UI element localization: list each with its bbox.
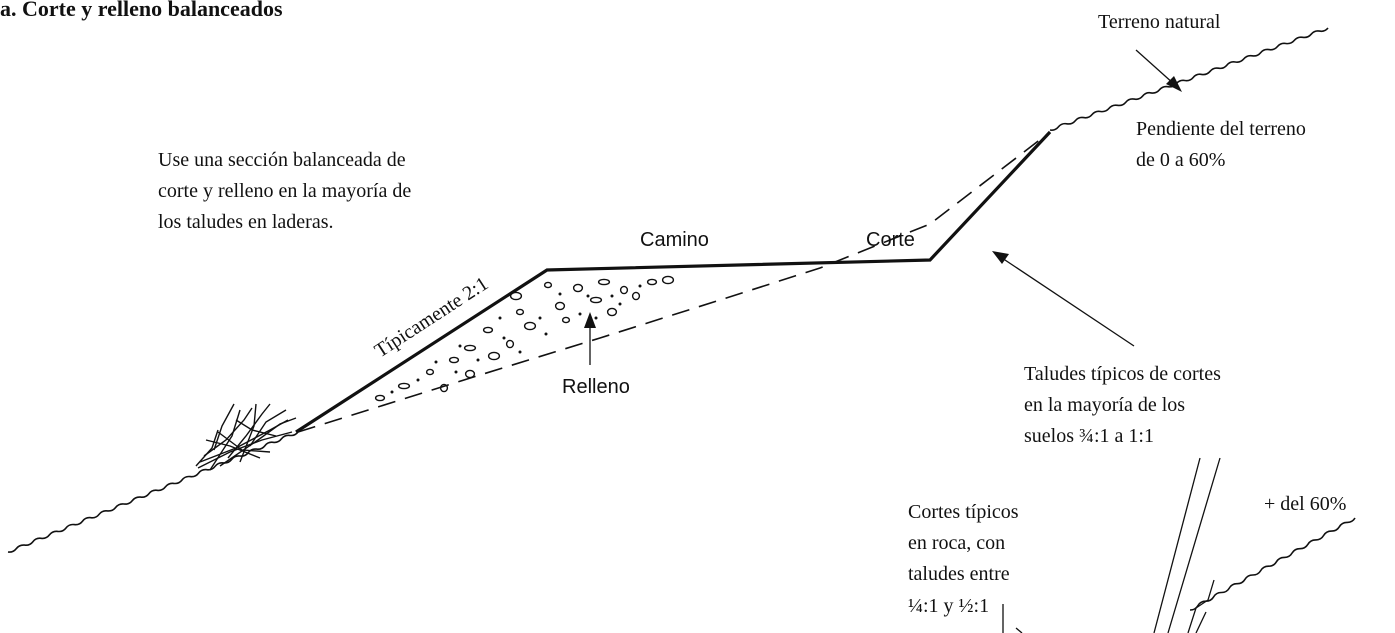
fill-material-pattern [374, 275, 675, 402]
terreno-natural-arrow [1135, 49, 1182, 92]
fill-grain [544, 332, 548, 336]
cut-slopes-line1: Taludes típicos de cortes [1024, 363, 1221, 385]
advice-line3: los taludes en laderas. [158, 211, 334, 233]
fill-pebble [554, 301, 566, 311]
fill-pebble [619, 285, 629, 295]
fill-pebble [661, 275, 675, 285]
fill-pebble [589, 296, 603, 304]
fill-pebble [597, 278, 611, 286]
natural-ground-label: Terreno natural [1098, 11, 1221, 33]
fill-pebble [606, 307, 618, 317]
fill-pebble [505, 339, 515, 349]
fill-grain [594, 316, 598, 320]
fill-grain [538, 316, 542, 320]
relleno-arrow [584, 312, 596, 365]
fill-pebble [561, 316, 571, 324]
fill-grain [434, 360, 438, 364]
fill-pebble [464, 369, 476, 379]
fill-grain [498, 316, 502, 320]
natural-ground-line [7, 431, 299, 553]
fill-label: Relleno [562, 376, 630, 398]
fill-pebble [425, 368, 435, 376]
advice-line1: Use una sección balanceada de [158, 149, 406, 171]
fill-grain [578, 312, 582, 316]
fill-grain [518, 350, 522, 354]
advice-line2: corte y relleno en la mayoría de [158, 180, 411, 202]
fill-grain [502, 336, 506, 340]
slash-brush-pile [195, 403, 297, 471]
rock-cut-detail [1002, 457, 1221, 633]
rock-line2: en roca, con [908, 532, 1005, 554]
fill-pebble [515, 308, 525, 316]
steep-ground-line [1189, 517, 1356, 611]
rock-line3: taludes entre [908, 563, 1010, 585]
cut-label: Corte [866, 229, 915, 251]
steep-slope-label: + del 60% [1264, 493, 1346, 515]
fill-grain [476, 358, 480, 362]
rock-line4: ¼:1 y ½:1 [908, 595, 989, 617]
slope-label-line1: Pendiente del terreno [1136, 118, 1306, 140]
fill-pebble [448, 356, 460, 364]
original-ground-dashed-line [297, 131, 1051, 433]
fill-grain [558, 292, 562, 296]
road-label: Camino [640, 229, 709, 251]
fill-pebble [523, 321, 537, 331]
fill-pebble [543, 281, 553, 289]
cut-slopes-line3: suelos ¾:1 a 1:1 [1024, 425, 1154, 447]
fill-grain [390, 390, 394, 394]
fill-pebble [463, 344, 477, 352]
cut-slope-arrow [992, 251, 1135, 347]
fill-grain [638, 284, 642, 288]
diagram-title: a. Corte y relleno balanceados [0, 0, 283, 21]
fill-pebble [374, 394, 386, 402]
fill-grain [458, 344, 462, 348]
rock-line1: Cortes típicos [908, 501, 1019, 523]
fill-pebble [631, 291, 641, 301]
fill-pebble [397, 382, 411, 390]
fill-grain [610, 294, 614, 298]
fill-grain [618, 302, 622, 306]
fill-pebble [487, 351, 501, 361]
fill-pebble [646, 278, 658, 286]
fill-grain [586, 294, 590, 298]
fill-pebble [572, 283, 584, 293]
fill-pebble [482, 326, 494, 334]
road-cross-section [295, 130, 1052, 434]
natural-ground-line-upper [1049, 27, 1329, 131]
fill-pebble [439, 383, 449, 393]
fill-grain [416, 378, 420, 382]
fill-pebble [509, 291, 523, 301]
slope-label-line2: de 0 a 60% [1136, 149, 1225, 171]
fill-grain [454, 370, 458, 374]
cut-slopes-line2: en la mayoría de los [1024, 394, 1185, 416]
